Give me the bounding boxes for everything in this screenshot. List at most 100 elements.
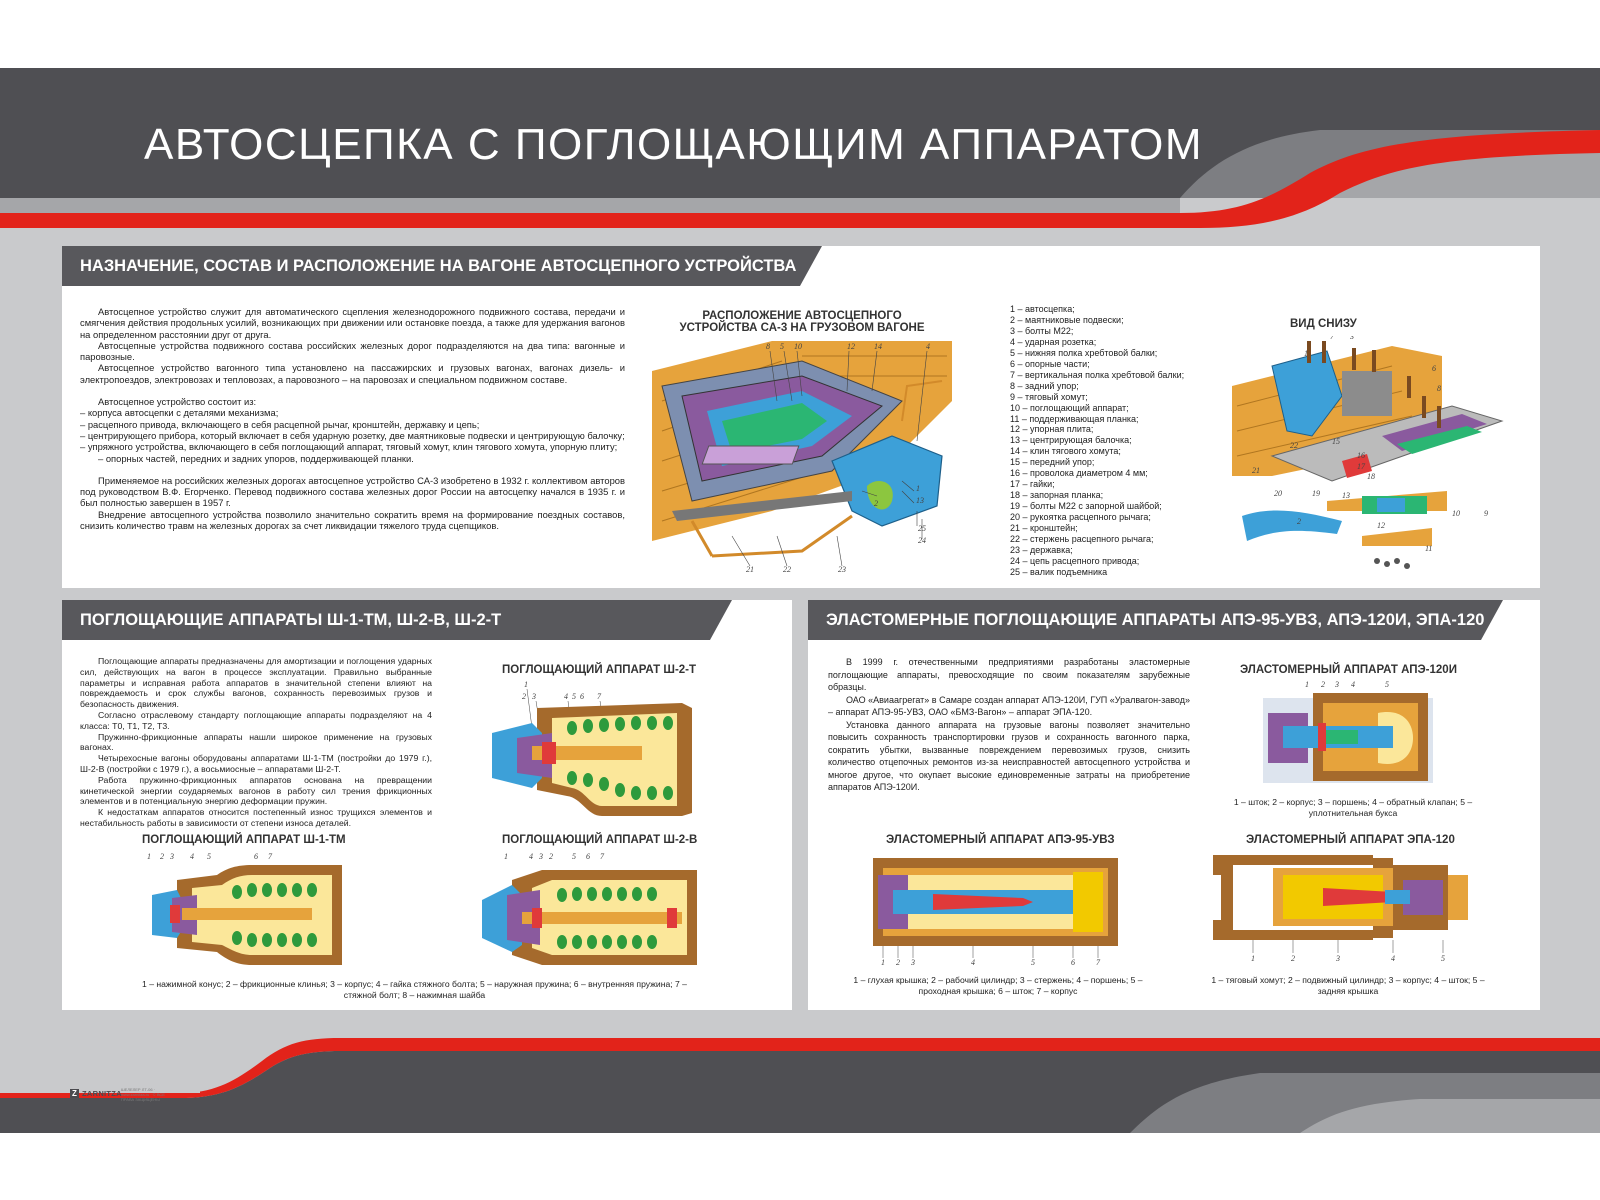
callout-number: 5 [207,852,211,861]
callout-number: 2 [1291,954,1295,963]
friction-paragraph: Поглощающие аппараты предназначены для а… [80,656,432,710]
friction-gears-caption: 1 – нажимной конус; 2 – фрикционные клин… [142,979,687,1000]
legend-item: 22 – стержень расцепного рычага; [1010,534,1154,545]
legend-item: 13 – центрирующая балочка; [1010,435,1132,446]
purpose-paragraph: Автосцепное устройство вагонного типа ус… [80,362,625,385]
legend-item: 10 – поглощающий аппарат; [1010,402,1129,413]
callout-number: 8 [766,342,770,351]
purpose-paragraph: Автосцепные устройства подвижного состав… [80,339,625,363]
callout-number: 13 [1342,491,1350,500]
fig-ape95-title: ЭЛАСТОМЕРНЫЙ АППАРАТ АПЭ-95-УВЗ [886,834,1115,846]
brand-logo: Z ZARNITZA [70,1089,122,1098]
callout-number: 20 [1274,489,1282,498]
legend-item: 12 – упорная плита; [1010,424,1094,435]
callout-number: 10 [1452,509,1460,518]
legend-item: 3 – болты М22; [1010,325,1074,336]
composition-item: – расцепного привода, включающего в себя… [80,418,480,430]
friction-gears-text: Поглощающие аппараты предназначены для а… [80,656,432,829]
callout-number: 22 [783,565,791,573]
callout-number: 5 [572,692,576,701]
callout-number: 6 [254,852,258,861]
callout-number: 3 [1334,680,1339,689]
friction-paragraph: Пружинно-фрикционные аппараты нашли широ… [80,731,432,753]
purpose-paragraph: Автосцепное устройство служит для автома… [80,306,625,340]
legend-item: 19 – болты М22 с запорной шайбой; [1010,501,1162,512]
callout-number: 7 [268,852,273,861]
callout-number: 3 [531,692,536,701]
callout-number: 2 [896,958,900,965]
callout-number: 5 [1031,958,1035,965]
callout-number: 4 [971,958,975,965]
callout-number: 4 [190,852,194,861]
composition-item: – упряжного устройства, включающего в се… [80,441,618,453]
callout-number: 11 [1425,544,1432,553]
ape95-gear-drawing: 1 2 3 4 5 6 7 [873,858,1118,965]
legend-item: 21 – кронштейн; [1010,523,1078,534]
history-paragraph: Применяемое на российских железных дорог… [80,474,625,509]
legend-item: 16 – проволока диаметром 4 мм; [1010,468,1148,479]
callout-number: 4 [1391,954,1395,963]
callout-number: 25 [918,524,926,533]
callout-number: 8 [1437,384,1441,393]
panel-elastomer-gears-heading: ЭЛАСТОМЕРНЫЕ ПОГЛОЩАЮЩИЕ АППАРАТЫ АПЭ-95… [808,600,1503,640]
fig-location-title: РАСПОЛОЖЕНИЕ АВТОСЦЕПНОГО УСТРОЙСТВА СА-… [679,310,925,334]
legend-item: 24 – цепь расцепного привода; [1010,555,1140,566]
callout-number: 4 [529,852,533,861]
fig-bottom-view-title: ВИД СНИЗУ [1290,318,1357,330]
legend-item: 2 – маятниковые подвески; [1010,314,1124,325]
callout-number: 4 [926,342,930,351]
sh2v-gear-drawing: 1 4 3 2 5 6 7 [482,852,697,965]
callout-number: 17 [1357,462,1366,471]
wagon-coupler-location-drawing: 8 5 10 12 14 4 1 13 2 25 24 21 22 23 [652,341,952,573]
callout-number: 1 [147,852,151,861]
logo-text: ZARNITZA [82,1089,122,1098]
panel-purpose: НАЗНАЧЕНИЕ, СОСТАВ И РАСПОЛОЖЕНИЕ НА ВАГ… [62,246,1540,588]
fig-ape120i-title: ЭЛАСТОМЕРНЫЙ АППАРАТ АПЭ-120И [1240,664,1457,676]
callout-number: 1 [1305,680,1309,689]
callout-number: 16 [1357,451,1365,460]
callout-number: 2 [522,692,526,701]
callout-number: 3 [910,958,915,965]
callout-number: 6 [586,852,590,861]
legend-item: 18 – запорная планка; [1010,490,1104,501]
callout-number: 7 [1330,336,1335,341]
callout-number: 5 [1441,954,1445,963]
callout-number: 23 [838,565,846,573]
ape120i-gear-drawing: 1 2 3 4 5 [1263,680,1433,783]
callout-number: 19 [1312,489,1320,498]
callout-number: 3 [538,852,543,861]
callout-number: 2 [1321,680,1325,689]
publisher-meta: ШЕЛЕЛЕР ЛТ-06 · www.zarnitza.ru · © ВСЕ … [121,1087,165,1102]
legend-item: 4 – ударная розетка; [1010,336,1097,347]
callout-number: 6 [1071,958,1075,965]
epa120-caption: 1 – тяговый хомут; 2 – подвижный цилиндр… [1211,975,1485,996]
friction-paragraph: К недостаткам аппаратов относится постеп… [80,807,432,828]
callout-number: 12 [1377,521,1385,530]
legend-item: 14 – клин тягового хомута; [1010,446,1121,457]
callout-number: 21 [746,565,754,573]
epa120-gear-drawing: 1 2 3 4 5 [1213,855,1468,963]
callout-number: 1 [504,852,508,861]
logo-icon: Z [70,1089,79,1098]
fig-sh2v-title: ПОГЛОЩАЮЩИЙ АППАРАТ Ш-2-В [502,834,698,846]
bottom-view-drawing: 1 7 3 6 8 22 21 20 19 16 17 18 15 13 12 … [1232,336,1504,569]
callout-number: 2 [1297,517,1301,526]
composition-title: Автосцепное устройство состоит из: [98,396,257,408]
fig-sh1tm-title: ПОГЛОЩАЮЩИЙ АППАРАТ Ш-1-ТМ [142,834,346,846]
callout-number: 24 [918,536,926,545]
callout-number: 1 [524,680,528,689]
callout-number: 10 [794,342,802,351]
callout-number: 1 [1304,349,1308,358]
fig-epa120-title: ЭЛАСТОМЕРНЫЙ АППАРАТ ЭПА-120 [1246,834,1455,846]
callout-number: 1 [1251,954,1255,963]
main-title: АВТОСЦЕПКА С ПОГЛОЩАЮЩИМ АППАРАТОМ [144,120,1204,169]
callout-number: 13 [916,496,924,505]
ape95-caption: 1 – глухая крышка; 2 – рабочий цилиндр; … [853,975,1143,996]
legend-item: 11 – поддерживающая планка; [1010,413,1139,424]
elastomer-paragraph: ОАО «Авиаагрегат» в Самаре создан аппара… [828,694,1190,718]
purpose-text: Автосцепное устройство служит для автома… [80,306,625,531]
panel-friction-gears: ПОГЛОЩАЮЩИЕ АППАРАТЫ Ш-1-ТМ, Ш-2-В, Ш-2-… [62,600,792,1010]
legend-item: 15 – передний упор; [1010,457,1095,468]
legend-item: 23 – державка; [1010,544,1073,555]
legend-item: 17 – гайки; [1010,479,1055,490]
